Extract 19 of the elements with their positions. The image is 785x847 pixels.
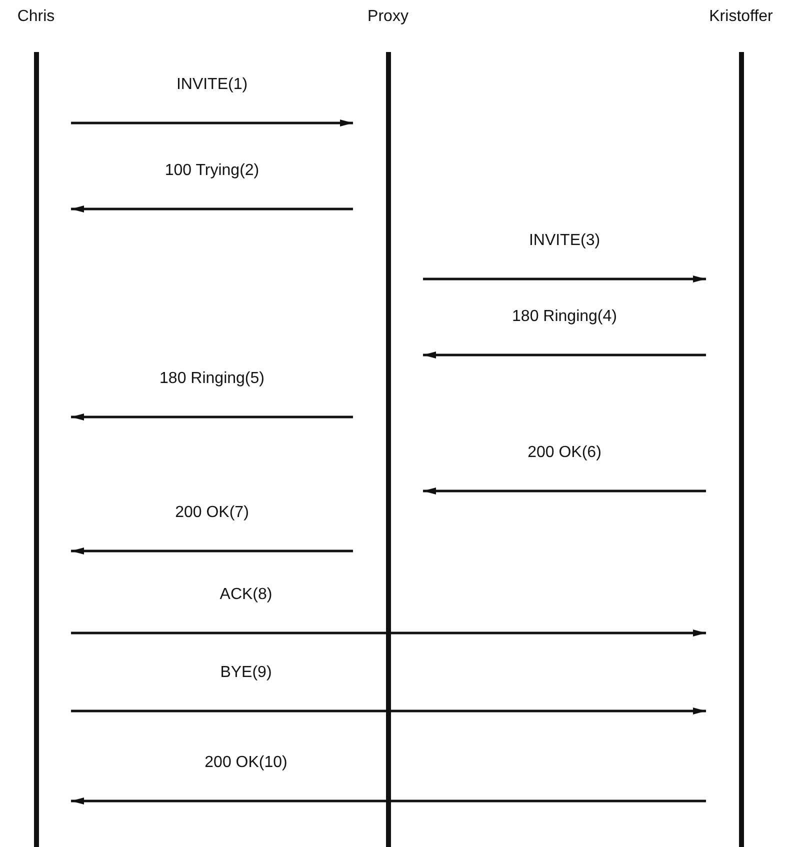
edge-label: 200 OK(7) <box>173 504 251 522</box>
message-arrow <box>71 120 353 126</box>
message-arrow <box>423 276 706 282</box>
participant-name: Kristoffer <box>709 8 773 26</box>
message-arrow <box>423 488 706 494</box>
message-arrow <box>71 798 706 804</box>
message-arrow <box>71 206 353 212</box>
edge-label: 180 Ringing(4) <box>510 308 619 326</box>
edge-label: 200 OK(6) <box>526 444 604 462</box>
message-arrow <box>71 708 706 714</box>
participant-name: Chris <box>17 8 55 26</box>
message-arrow <box>71 414 353 420</box>
message-arrow <box>71 630 706 636</box>
edge-label: 200 OK(10) <box>202 754 290 772</box>
participant-name: Proxy <box>368 8 408 26</box>
message-arrow <box>423 352 706 358</box>
edge-label: 180 Ringing(5) <box>158 370 266 388</box>
message-arrow <box>71 548 353 554</box>
edge-label: ACK(8) <box>218 586 274 604</box>
